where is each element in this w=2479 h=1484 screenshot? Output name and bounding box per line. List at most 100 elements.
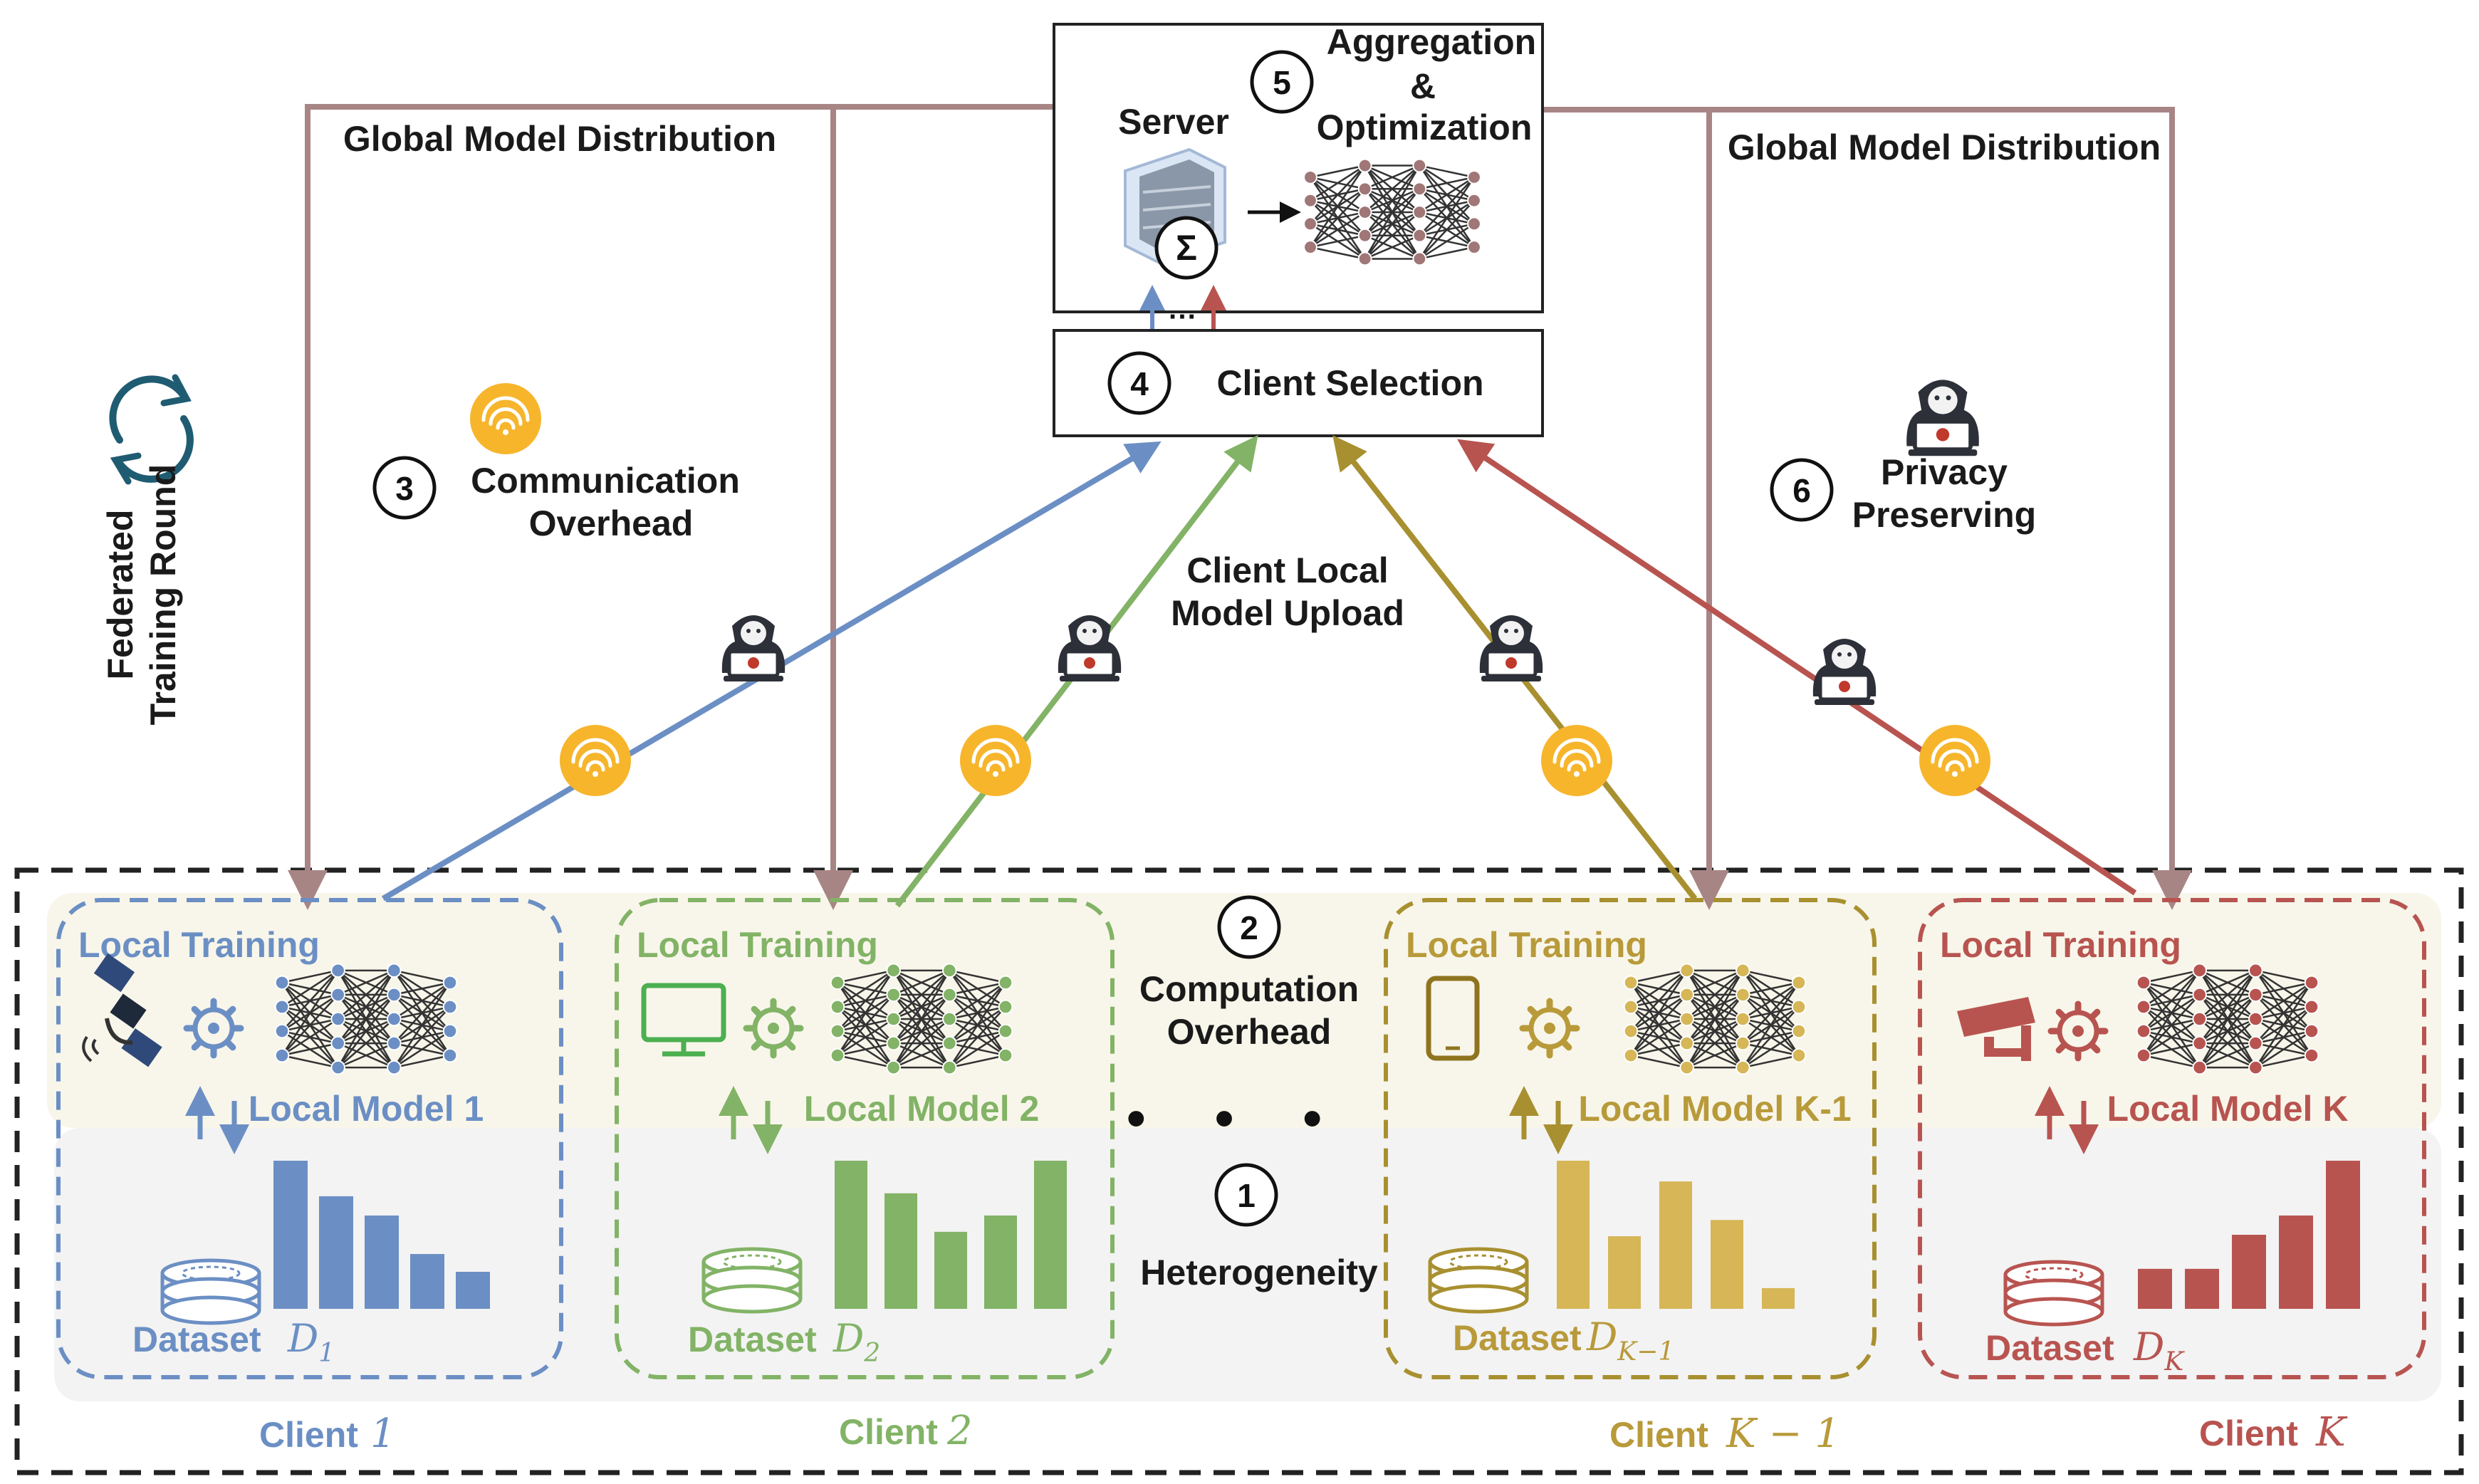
data-bar bbox=[1711, 1220, 1743, 1309]
data-bar bbox=[2232, 1235, 2266, 1309]
data-bar bbox=[1762, 1287, 1795, 1309]
client-variable: K bbox=[2315, 1409, 2348, 1456]
local-training-label: Local Training bbox=[1406, 925, 1647, 965]
data-bar bbox=[884, 1193, 917, 1309]
communication-line-2: Overhead bbox=[529, 503, 694, 543]
client-frame bbox=[56, 898, 563, 1379]
refresh-cycle-icon bbox=[109, 374, 194, 485]
database-icon bbox=[701, 1247, 803, 1314]
computation-line-1: Computation bbox=[1139, 969, 1359, 1009]
clients-ellipsis: • • • bbox=[1127, 1088, 1349, 1149]
data-bar bbox=[835, 1161, 867, 1309]
database-icon bbox=[160, 1258, 261, 1325]
dataset-variable: D1 bbox=[287, 1316, 335, 1368]
data-bar bbox=[2279, 1215, 2313, 1309]
client-variable: 2 bbox=[946, 1408, 973, 1454]
camera-icon bbox=[1957, 997, 2035, 1061]
data-bar bbox=[365, 1215, 399, 1309]
wifi-icon bbox=[960, 725, 1031, 796]
wifi-icon bbox=[470, 383, 541, 454]
data-band bbox=[54, 1128, 2441, 1401]
data-bar bbox=[2138, 1268, 2172, 1309]
client-selection-label: Client Selection bbox=[1216, 363, 1483, 403]
client-label: Client bbox=[259, 1415, 358, 1455]
client-frame bbox=[615, 898, 1115, 1379]
step3-circle bbox=[372, 456, 437, 520]
database-icon bbox=[2003, 1260, 2104, 1327]
data-bar bbox=[2326, 1161, 2360, 1309]
local-model-label: Local Model K bbox=[2107, 1089, 2349, 1129]
dataset-var-letter: D bbox=[2133, 1324, 2164, 1369]
step5-number: 5 bbox=[1273, 64, 1291, 101]
training-band bbox=[47, 893, 2441, 1128]
dataset-var-letter: D bbox=[1586, 1315, 1617, 1359]
global-distribution-lines bbox=[288, 104, 2192, 910]
client-label: Client bbox=[2199, 1414, 2298, 1453]
client-label: Client bbox=[1609, 1415, 1708, 1455]
wifi-icon bbox=[1541, 725, 1612, 796]
data-bar bbox=[456, 1272, 490, 1309]
upload-label-line-1: Client Local bbox=[1186, 550, 1388, 590]
dataset-var-subscript: K−1 bbox=[1617, 1337, 1674, 1367]
phone-icon bbox=[1426, 976, 1480, 1061]
client-label: Client bbox=[839, 1412, 938, 1452]
client-area-frame bbox=[14, 867, 2464, 1475]
local-model-network bbox=[274, 963, 458, 1075]
dataset-var-letter: D bbox=[833, 1316, 864, 1361]
step4-circle bbox=[1107, 351, 1171, 415]
training-round-line-2: Training Round bbox=[143, 464, 183, 726]
dataset-var-subscript: K bbox=[2164, 1347, 2185, 1376]
step5-line-3: Optimization bbox=[1317, 108, 1533, 147]
data-bar bbox=[1659, 1181, 1692, 1309]
hacker-icon bbox=[1812, 639, 1877, 705]
dataset-label: Dataset bbox=[1453, 1318, 1582, 1358]
hacker-icon bbox=[1058, 615, 1122, 681]
data-bar bbox=[934, 1231, 967, 1309]
sum-symbol: Σ bbox=[1176, 228, 1197, 268]
wifi-icon bbox=[1919, 725, 1990, 796]
local-model-label: Local Model 1 bbox=[249, 1089, 484, 1129]
satellite-icon bbox=[82, 953, 162, 1067]
step2-number: 2 bbox=[1240, 909, 1258, 946]
step5-circle bbox=[1250, 50, 1314, 114]
dataset-variable: DK−1 bbox=[1586, 1315, 1674, 1367]
gear-icon bbox=[743, 998, 804, 1059]
step1-number: 1 bbox=[1237, 1177, 1256, 1214]
dataset-label: Dataset bbox=[688, 1320, 817, 1359]
hacker-icon bbox=[1479, 615, 1543, 681]
local-training-label: Local Training bbox=[1940, 925, 2181, 965]
dataset-var-letter: D bbox=[287, 1316, 318, 1361]
gear-icon bbox=[183, 998, 244, 1059]
data-bar bbox=[273, 1161, 308, 1309]
data-distribution-bars bbox=[1557, 1161, 1795, 1309]
data-distribution-bars bbox=[2138, 1161, 2360, 1309]
hacker-icon bbox=[721, 615, 786, 681]
server-title: Server bbox=[1118, 102, 1229, 142]
upload-arrow-client-k bbox=[1457, 439, 2137, 896]
data-bar bbox=[319, 1196, 353, 1309]
step3-number: 3 bbox=[395, 470, 414, 507]
computation-line-2: Overhead bbox=[1167, 1012, 1332, 1052]
client-variable: 1 bbox=[370, 1411, 396, 1457]
data-distribution-bars bbox=[835, 1161, 1067, 1309]
step5-line-2: & bbox=[1410, 66, 1436, 106]
step6-number: 6 bbox=[1792, 472, 1811, 509]
local-training-label: Local Training bbox=[637, 925, 878, 965]
hacker-icon bbox=[1906, 380, 1979, 456]
data-bar bbox=[1608, 1236, 1641, 1309]
dataset-variable: DK bbox=[2133, 1324, 2185, 1376]
dataset-var-subscript: 1 bbox=[318, 1339, 335, 1368]
database-icon bbox=[1428, 1247, 1529, 1314]
privacy-line-1: Privacy bbox=[1881, 452, 2008, 492]
local-model-label: Local Model 2 bbox=[804, 1089, 1040, 1129]
data-bar bbox=[984, 1215, 1017, 1309]
communication-line-1: Communication bbox=[471, 461, 740, 501]
local-model-network bbox=[2136, 963, 2319, 1075]
upload-label-line-2: Model Upload bbox=[1171, 593, 1404, 633]
step1-circle bbox=[1214, 1163, 1278, 1227]
client-variable: K − 1 bbox=[1726, 1411, 1840, 1457]
